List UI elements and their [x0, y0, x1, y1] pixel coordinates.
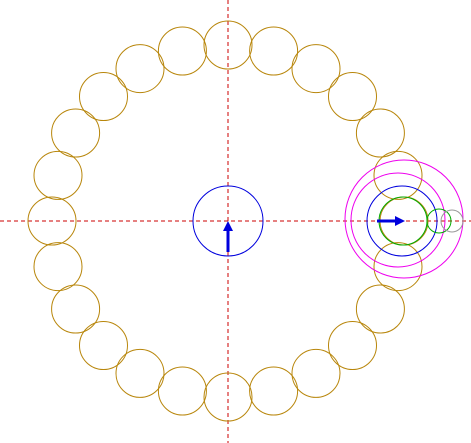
ring-circle [355, 108, 405, 158]
cluster-arrow-head [395, 216, 405, 226]
center-arrow-head [223, 221, 233, 231]
center-circle [192, 185, 264, 257]
ring-circle [291, 44, 341, 94]
ring-circle [33, 242, 83, 292]
ring-circle [203, 372, 253, 422]
ring-circle [328, 321, 377, 370]
ring-circle [291, 348, 341, 398]
ring-circle [249, 26, 299, 76]
ring-circle [373, 150, 423, 200]
ring-circles [27, 20, 429, 422]
ring-circle [115, 44, 165, 94]
right-cluster [344, 159, 464, 279]
ring-circle [328, 72, 377, 121]
ring-circle [51, 108, 101, 158]
blue-cluster-circle [366, 185, 438, 257]
ring-circle [157, 366, 207, 416]
ring-circle [51, 284, 101, 334]
ring-circle [249, 366, 299, 416]
ring-circle [373, 242, 423, 292]
ring-circle [157, 26, 207, 76]
gray-small-circle [440, 209, 464, 233]
ring-circle [33, 150, 83, 200]
ring-circle [79, 72, 128, 121]
ring-circle [115, 348, 165, 398]
ring-circle [27, 196, 77, 246]
ring-circle [355, 284, 405, 334]
ring-circle [203, 20, 253, 70]
ring-circle [79, 321, 128, 370]
magenta-inner-circle [350, 172, 446, 268]
green-right-circle [426, 208, 452, 234]
